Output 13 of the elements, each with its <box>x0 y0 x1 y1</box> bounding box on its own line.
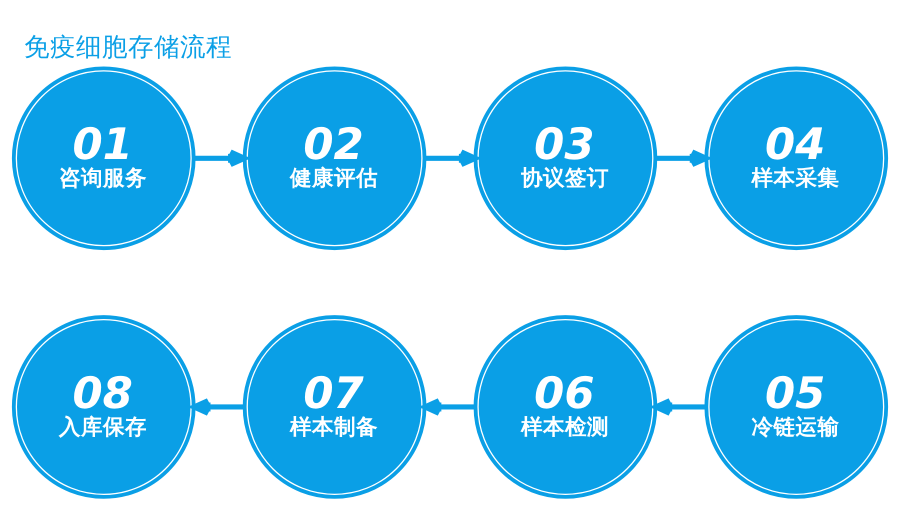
arrow <box>424 149 478 168</box>
node-circle: 03 协议签订 <box>474 66 658 250</box>
arrow <box>422 398 476 416</box>
node-circle: 02 健康评估 <box>242 66 426 250</box>
node-circle: 04 样本采集 <box>704 66 888 250</box>
node-circle: 06 样本检测 <box>474 315 658 499</box>
node-circle: 07 样本制备 <box>242 315 426 499</box>
node-circle: 08 入库保存 <box>12 315 196 499</box>
arrow <box>191 398 245 416</box>
node-circle: 05 冷链运输 <box>704 315 888 499</box>
node-circle: 01 咨询服务 <box>12 66 196 250</box>
arrow <box>653 398 706 416</box>
diagram-title: 免疫细胞存储流程 <box>24 32 232 63</box>
